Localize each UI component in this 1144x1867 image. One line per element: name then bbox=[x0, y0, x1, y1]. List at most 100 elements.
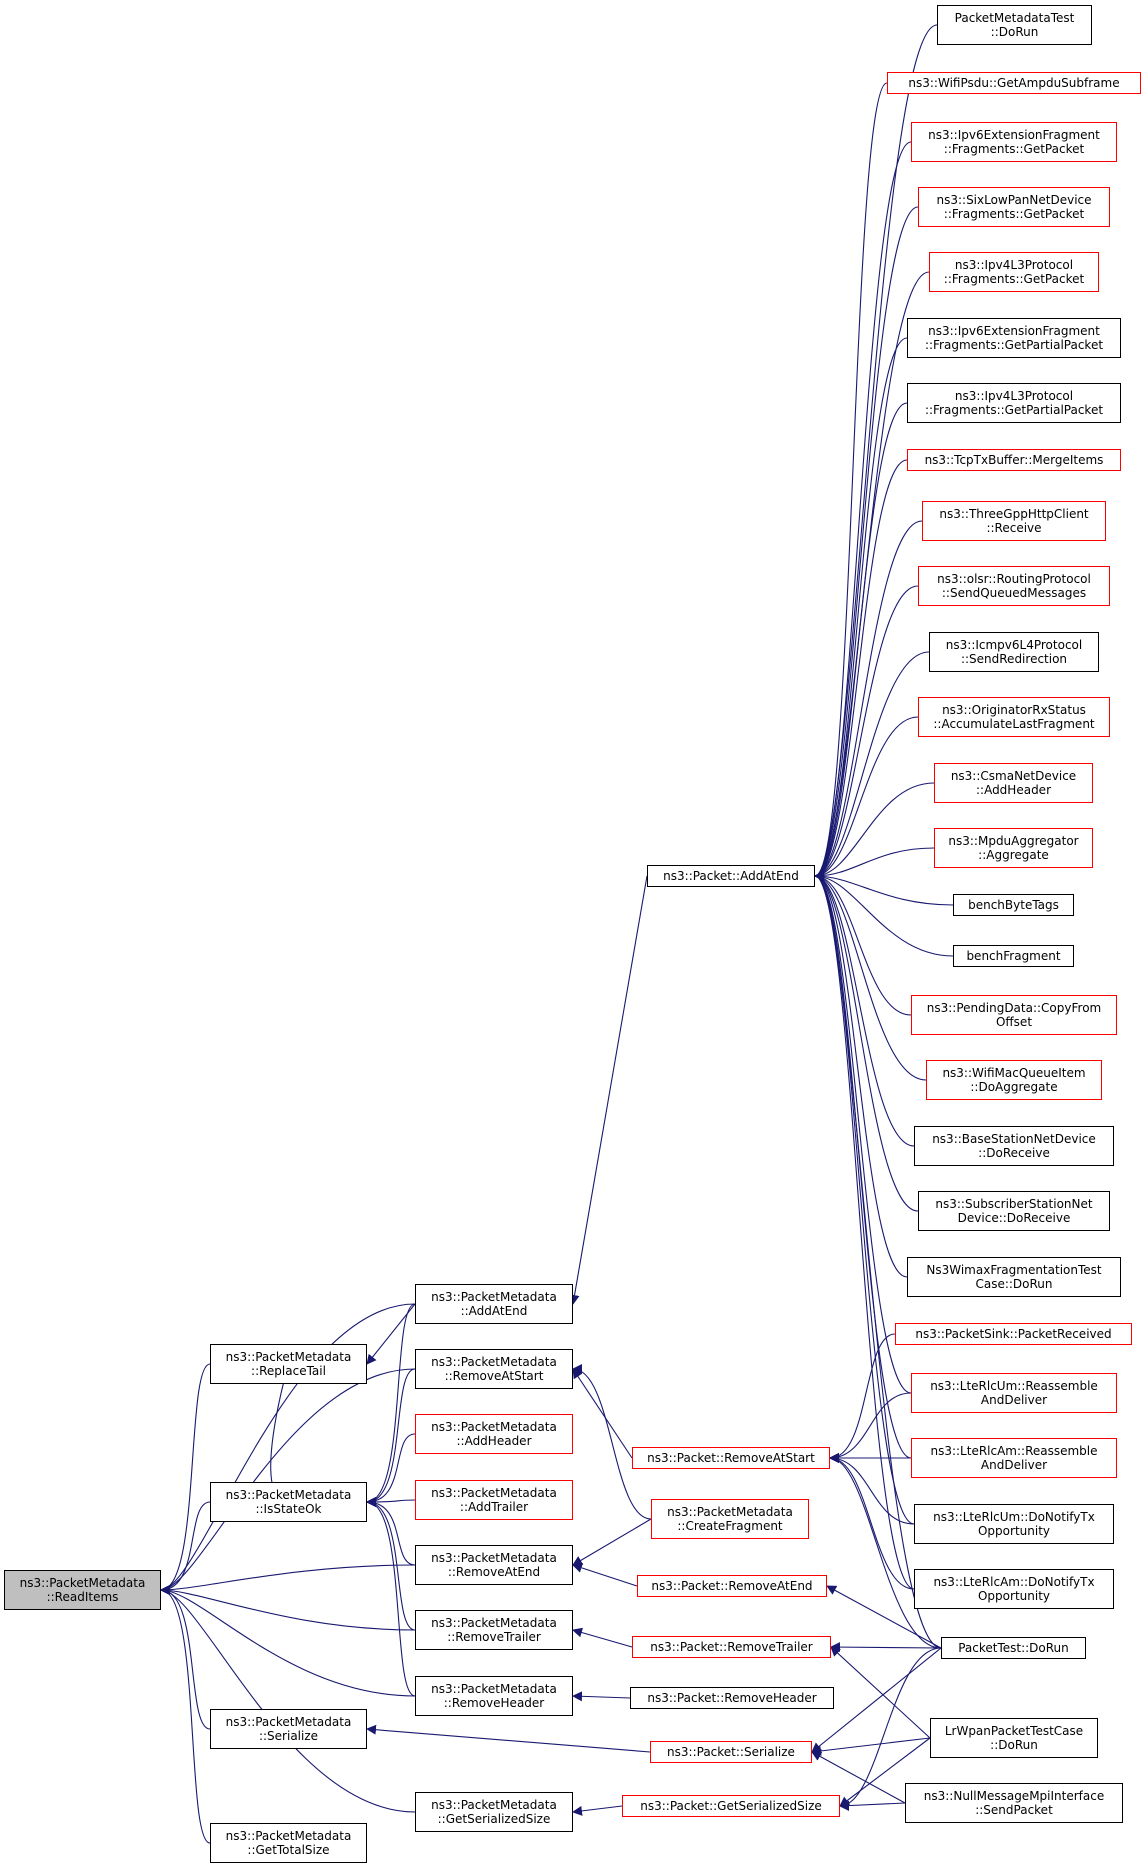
edge-packet-serialize-to-serialize bbox=[366, 1724, 651, 1753]
node-label-line: ::RemoveTrailer bbox=[447, 1630, 541, 1644]
node-label-line: ::Fragments::GetPacket bbox=[943, 207, 1085, 221]
edge-base_station-to-packet-add-at-end bbox=[814, 871, 915, 1147]
node-label-line: ns3::PacketSink::PacketReceived bbox=[915, 1327, 1112, 1341]
node-mpdu-aggregator[interactable]: ns3::MpduAggregator::Aggregate bbox=[934, 828, 1093, 868]
node-ipv4l3-get-partial[interactable]: ns3::Ipv4L3Protocol::Fragments::GetParti… bbox=[907, 383, 1121, 423]
edge-packet_sink-to-packet-remove-at-start bbox=[829, 1333, 896, 1463]
node-get-serialized-size[interactable]: ns3::PacketMetadata::GetSerializedSize bbox=[415, 1792, 573, 1832]
node-null-message-mpi[interactable]: ns3::NullMessageMpiInterface::SendPacket bbox=[905, 1783, 1123, 1823]
edge-add_header-to-is-state-ok bbox=[366, 1433, 416, 1507]
node-wifi-psdu[interactable]: ns3::WifiPsdu::GetAmpduSubframe bbox=[887, 72, 1141, 94]
edge-packet-test-dorun-to-packet-get-serialized-size bbox=[839, 1647, 942, 1811]
edge-ipv4l3_get_partial-to-packet-add-at-end bbox=[814, 402, 908, 881]
edge-packet-test-dorun-to-packet-remove-at-end bbox=[826, 1585, 942, 1649]
node-label-line: ns3::PacketMetadata bbox=[431, 1551, 557, 1565]
node-packet-remove-trailer[interactable]: ns3::Packet::RemoveTrailer bbox=[632, 1636, 831, 1658]
node-add-trailer[interactable]: ns3::PacketMetadata::AddTrailer bbox=[415, 1480, 573, 1520]
edge-get_serialized_size-to-read-items bbox=[160, 1585, 416, 1813]
node-packet-remove-at-start[interactable]: ns3::Packet::RemoveAtStart bbox=[632, 1447, 830, 1469]
node-label-line: ::DoReceive bbox=[978, 1146, 1050, 1160]
node-add-header[interactable]: ns3::PacketMetadata::AddHeader bbox=[415, 1414, 573, 1454]
node-lrwpan-test[interactable]: LrWpanPacketTestCase::DoRun bbox=[930, 1718, 1098, 1758]
node-label-line: ns3::SixLowPanNetDevice bbox=[936, 193, 1092, 207]
edge-packet_test_dorun-to-packet-remove-at-start bbox=[829, 1453, 942, 1649]
edge-remove_trailer-to-read-items bbox=[160, 1585, 416, 1631]
node-label-line: ns3::Packet::GetSerializedSize bbox=[640, 1799, 822, 1813]
node-label-line: ::ReplaceTail bbox=[251, 1364, 326, 1378]
node-packet-remove-header[interactable]: ns3::Packet::RemoveHeader bbox=[630, 1687, 834, 1709]
node-get-total-size[interactable]: ns3::PacketMetadata::GetTotalSize bbox=[210, 1823, 367, 1863]
node-csma[interactable]: ns3::CsmaNetDevice::AddHeader bbox=[934, 763, 1093, 803]
node-three-gpp-http[interactable]: ns3::ThreeGppHttpClient::Receive bbox=[922, 501, 1106, 541]
node-packet-remove-at-end[interactable]: ns3::Packet::RemoveAtEnd bbox=[637, 1575, 827, 1597]
node-label-line: ::AddAtEnd bbox=[460, 1304, 528, 1318]
node-label-line: ns3::LteRlcUm::DoNotifyTx bbox=[933, 1510, 1095, 1524]
node-replace-tail[interactable]: ns3::PacketMetadata::ReplaceTail bbox=[210, 1344, 367, 1384]
node-label-line: ::ReadItems bbox=[46, 1590, 119, 1604]
node-label-line: ::GetTotalSize bbox=[247, 1843, 330, 1857]
node-label-line: ::Fragments::GetPartialPacket bbox=[924, 338, 1104, 352]
node-label-line: ::SendRedirection bbox=[960, 652, 1068, 666]
node-wifi-mac-queue-item[interactable]: ns3::WifiMacQueueItem::DoAggregate bbox=[926, 1060, 1102, 1100]
node-ipv4l3-get-packet[interactable]: ns3::Ipv4L3Protocol::Fragments::GetPacke… bbox=[929, 252, 1099, 292]
node-bench-byte-tags[interactable]: benchByteTags bbox=[953, 894, 1074, 916]
edge-packet-remove-at-end-to-remove-at-end bbox=[572, 1563, 638, 1587]
node-remove-at-end[interactable]: ns3::PacketMetadata::RemoveAtEnd bbox=[415, 1545, 573, 1585]
node-label-line: ns3::Packet::RemoveAtEnd bbox=[651, 1579, 813, 1593]
edge-remove_header-to-is-state-ok bbox=[366, 1497, 416, 1697]
node-label-line: ::DoRun bbox=[990, 1738, 1038, 1752]
node-packet-serialize[interactable]: ns3::Packet::Serialize bbox=[650, 1741, 812, 1763]
node-sixlowpan-get-packet[interactable]: ns3::SixLowPanNetDevice::Fragments::GetP… bbox=[918, 187, 1110, 227]
node-remove-trailer[interactable]: ns3::PacketMetadata::RemoveTrailer bbox=[415, 1610, 573, 1650]
edge-remove_trailer-to-is-state-ok bbox=[366, 1497, 416, 1631]
edge-packet-test-dorun-to-packet-remove-trailer bbox=[830, 1642, 942, 1653]
node-label-line: ns3::Packet::RemoveHeader bbox=[647, 1691, 817, 1705]
edge-wifi_mac_queue_item-to-packet-add-at-end bbox=[814, 871, 927, 1081]
node-ipv6-ext-frag-get-packet[interactable]: ns3::Ipv6ExtensionFragment::Fragments::G… bbox=[911, 122, 1117, 162]
node-remove-at-start[interactable]: ns3::PacketMetadata::RemoveAtStart bbox=[415, 1349, 573, 1389]
edge-add_at_end-to-read-items bbox=[160, 1303, 416, 1595]
node-label-line: ::Serialize bbox=[258, 1729, 319, 1743]
node-label-line: Case::DoRun bbox=[975, 1277, 1053, 1291]
node-label-line: ns3::PacketMetadata bbox=[19, 1576, 146, 1590]
node-label-line: AndDeliver bbox=[980, 1393, 1048, 1407]
node-add-at-end[interactable]: ns3::PacketMetadata::AddAtEnd bbox=[415, 1284, 573, 1324]
node-packet-metadata-test-dorun[interactable]: PacketMetadataTest::DoRun bbox=[937, 5, 1092, 45]
node-ipv6-ext-frag-get-partial[interactable]: ns3::Ipv6ExtensionFragment::Fragments::G… bbox=[907, 318, 1121, 358]
edge-sixlowpan_get_packet-to-packet-add-at-end bbox=[814, 206, 919, 881]
node-create-fragment[interactable]: ns3::PacketMetadata::CreateFragment bbox=[651, 1499, 809, 1539]
node-is-state-ok[interactable]: ns3::PacketMetadata::IsStateOk bbox=[210, 1482, 367, 1522]
node-tcp-tx-buffer[interactable]: ns3::TcpTxBuffer::MergeItems bbox=[907, 449, 1121, 471]
node-label-line: ns3::WifiPsdu::GetAmpduSubframe bbox=[908, 76, 1120, 90]
node-olsr[interactable]: ns3::olsr::RoutingProtocol::SendQueuedMe… bbox=[918, 566, 1110, 606]
node-packet-add-at-end[interactable]: ns3::Packet::AddAtEnd bbox=[647, 865, 815, 887]
node-base-station[interactable]: ns3::BaseStationNetDevice::DoReceive bbox=[914, 1126, 1114, 1166]
edge-bench_byte_tags-to-packet-add-at-end bbox=[814, 871, 954, 906]
edge-lte_rlc_am_notify-to-packet-remove-at-start bbox=[829, 1453, 915, 1590]
node-label-line: ns3::Packet::Serialize bbox=[667, 1745, 795, 1759]
node-packet-test-dorun[interactable]: PacketTest::DoRun bbox=[941, 1637, 1086, 1659]
node-packet-sink[interactable]: ns3::PacketSink::PacketReceived bbox=[895, 1323, 1132, 1345]
edge-lrwpan-test-to-packet-remove-trailer bbox=[830, 1646, 931, 1739]
edge-remove_at_end-to-read-items bbox=[160, 1564, 416, 1595]
node-icmpv6[interactable]: ns3::Icmpv6L4Protocol::SendRedirection bbox=[929, 632, 1099, 672]
node-bench-fragment[interactable]: benchFragment bbox=[953, 945, 1074, 967]
edge-get_total_size-to-read-items bbox=[160, 1585, 211, 1844]
edge-null-message-mpi-to-packet-get-serialized-size bbox=[839, 1800, 906, 1811]
node-remove-header[interactable]: ns3::PacketMetadata::RemoveHeader bbox=[415, 1676, 573, 1716]
node-originator-rx[interactable]: ns3::OriginatorRxStatus::AccumulateLastF… bbox=[918, 697, 1110, 737]
node-label-line: ns3::BaseStationNetDevice bbox=[932, 1132, 1096, 1146]
node-label-line: ::RemoveAtStart bbox=[444, 1369, 544, 1383]
node-label-line: ns3::PacketMetadata bbox=[431, 1616, 557, 1630]
node-label-line: ns3::NullMessageMpiInterface bbox=[923, 1789, 1105, 1803]
node-serialize[interactable]: ns3::PacketMetadata::Serialize bbox=[210, 1709, 367, 1749]
node-packet-get-serialized-size[interactable]: ns3::Packet::GetSerializedSize bbox=[622, 1795, 840, 1817]
node-label-line: ns3::PacketMetadata bbox=[431, 1486, 557, 1500]
